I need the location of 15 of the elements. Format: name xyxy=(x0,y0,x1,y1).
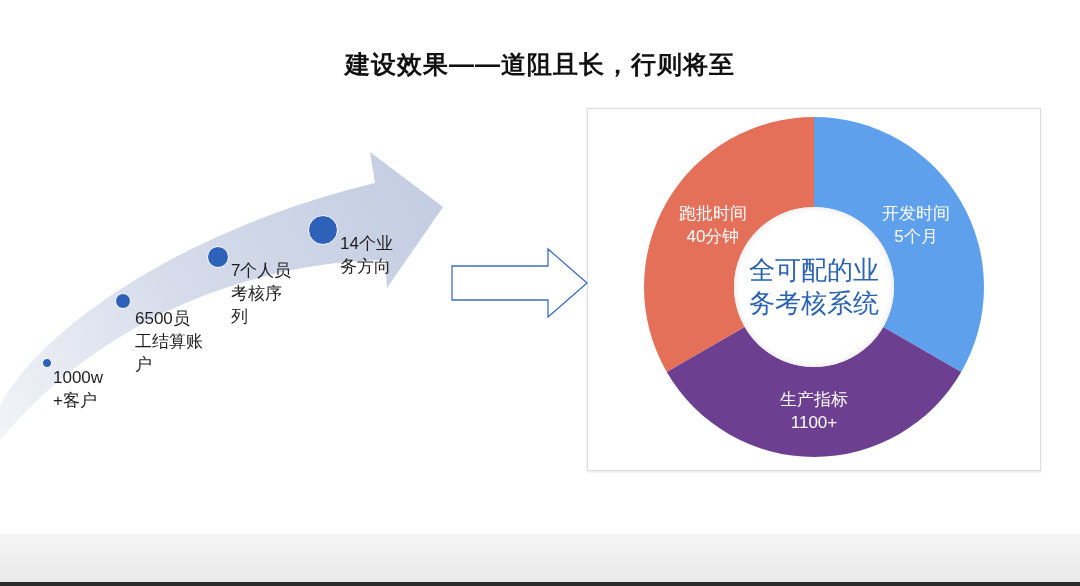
center-label: 全可配的业务考核系统 xyxy=(748,254,880,320)
segment-value: 5个月 xyxy=(894,226,938,248)
milestone-label: 6500员工结算账户 xyxy=(135,308,204,376)
slide-title: 建设效果——道阻且长，行则将至 xyxy=(345,50,735,78)
milestone-label: 14个业务方向 xyxy=(340,233,394,278)
block-arrow xyxy=(451,247,588,319)
segment-label: 生产指标 xyxy=(780,389,848,411)
chart-panel xyxy=(587,108,1041,471)
segment-label: 跑批时间 xyxy=(679,203,747,225)
milestone-label: 1000w+客户 xyxy=(53,367,105,412)
segment-label: 开发时间 xyxy=(882,203,950,225)
segment-value: 40分钟 xyxy=(686,226,740,248)
milestone-dot xyxy=(42,358,52,368)
milestone-label: 7个人员考核序列 xyxy=(231,260,293,328)
segment-value: 1100+ xyxy=(790,412,838,434)
